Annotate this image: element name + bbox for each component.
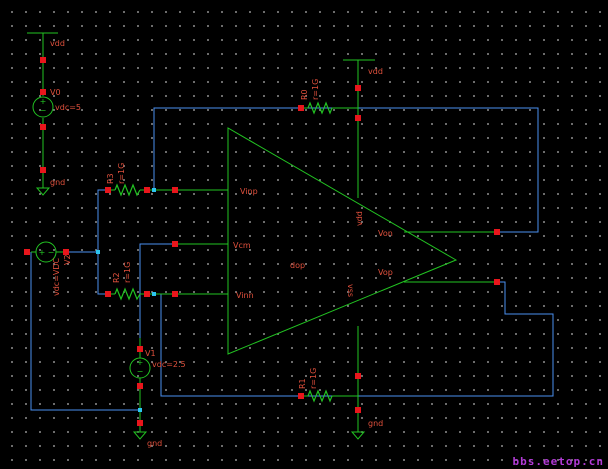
- vinp-pin-label: Vinp: [240, 187, 258, 196]
- svg-text:+: +: [40, 97, 47, 106]
- pin-marker[interactable]: [137, 383, 143, 389]
- r2-symbol[interactable]: [114, 287, 141, 301]
- pin-marker[interactable]: [137, 346, 143, 352]
- pin-marker[interactable]: [355, 407, 361, 413]
- opamp-name-label: dop: [290, 261, 305, 270]
- pin-marker[interactable]: [172, 241, 178, 247]
- pin-marker[interactable]: [494, 279, 500, 285]
- r3-name-label: R3: [106, 173, 115, 184]
- r3-symbol[interactable]: [114, 183, 141, 197]
- pin-marker[interactable]: [105, 187, 111, 193]
- wire-r3-left[interactable]: [97, 189, 108, 252]
- r3-value-label: r=1G: [117, 163, 126, 184]
- v2-value-label: vdc=VDC: [52, 257, 61, 296]
- svg-text:−: −: [48, 248, 55, 257]
- wire-vop-feedback[interactable]: [154, 281, 554, 397]
- wire-v2-left[interactable]: [30, 252, 140, 411]
- opamp-triangle[interactable]: [227, 127, 458, 355]
- pin-marker[interactable]: [105, 291, 111, 297]
- r0-value-label: r=1G: [311, 79, 320, 100]
- gnd-left-top-label: gnd: [50, 178, 65, 187]
- r1-value-label: r=1G: [309, 368, 318, 389]
- vdd-right-label: vdd: [368, 67, 383, 76]
- vss-pin-label: vss: [346, 284, 355, 297]
- pin-markers: [24, 57, 500, 426]
- resistor-symbols: [114, 101, 333, 403]
- v1-source[interactable]: + −: [129, 357, 151, 379]
- junction-dot: [152, 188, 156, 192]
- pin-marker[interactable]: [144, 187, 150, 193]
- von-pin-label: Von: [378, 229, 393, 238]
- vinn-pin-label: Vinn: [236, 291, 254, 300]
- pin-marker[interactable]: [355, 373, 361, 379]
- svg-text:+: +: [39, 248, 46, 257]
- wire-r2-left[interactable]: [97, 252, 108, 295]
- pin-marker[interactable]: [355, 115, 361, 121]
- r2-name-label: R2: [112, 272, 121, 283]
- gnd-right-label: gnd: [368, 419, 383, 428]
- r1-name-label: R1: [298, 378, 307, 389]
- junction-dot: [152, 292, 156, 296]
- wires: [30, 107, 554, 411]
- svg-text:−: −: [40, 106, 47, 115]
- svg-text:−: −: [137, 367, 144, 376]
- r2-value-label: r=1G: [123, 262, 132, 283]
- pin-marker[interactable]: [494, 229, 500, 235]
- vdd-left-label: vdd: [50, 39, 65, 48]
- junction-dot: [138, 408, 142, 412]
- pin-marker[interactable]: [40, 124, 46, 130]
- v0-source[interactable]: + −: [32, 96, 54, 118]
- pin-marker[interactable]: [40, 57, 46, 63]
- pin-marker[interactable]: [172, 187, 178, 193]
- v0-value-label: vdc=5: [55, 103, 81, 112]
- pin-marker[interactable]: [144, 291, 150, 297]
- pin-marker[interactable]: [172, 291, 178, 297]
- vdd-pin-label: vdd: [355, 211, 364, 226]
- gnd-left-bottom-label: gnd: [147, 439, 162, 448]
- pin-marker[interactable]: [40, 89, 46, 95]
- junction-dots: [96, 188, 156, 412]
- pin-marker[interactable]: [137, 420, 143, 426]
- v2-name-label: V2: [63, 254, 72, 265]
- v1-name-label: V1: [145, 349, 156, 358]
- watermark-text: bbs.eetop.cn: [512, 455, 604, 468]
- labels: vdd V0 vdc=5 gnd vdd R0 r=1G R3 r=1G Vin…: [50, 39, 393, 448]
- vcm-pin-label: Vcm: [233, 241, 251, 250]
- wire-vinp-feedback[interactable]: [153, 107, 539, 233]
- pin-marker[interactable]: [298, 105, 304, 111]
- v0-name-label: V0: [50, 88, 61, 97]
- r1-symbol[interactable]: [307, 389, 333, 403]
- r0-symbol[interactable]: [307, 101, 333, 115]
- pin-marker[interactable]: [298, 393, 304, 399]
- wire-vcm[interactable]: [139, 243, 175, 338]
- junction-dot: [96, 250, 100, 254]
- pin-marker[interactable]: [63, 249, 69, 255]
- vop-pin-label: Vop: [378, 268, 393, 277]
- pin-marker[interactable]: [355, 85, 361, 91]
- v2-source[interactable]: + −: [35, 241, 57, 263]
- pin-marker[interactable]: [40, 167, 46, 173]
- svg-text:+: +: [137, 358, 144, 367]
- r0-name-label: R0: [300, 89, 309, 100]
- pin-marker[interactable]: [24, 249, 30, 255]
- v1-value-label: vdc=2.5: [152, 360, 186, 369]
